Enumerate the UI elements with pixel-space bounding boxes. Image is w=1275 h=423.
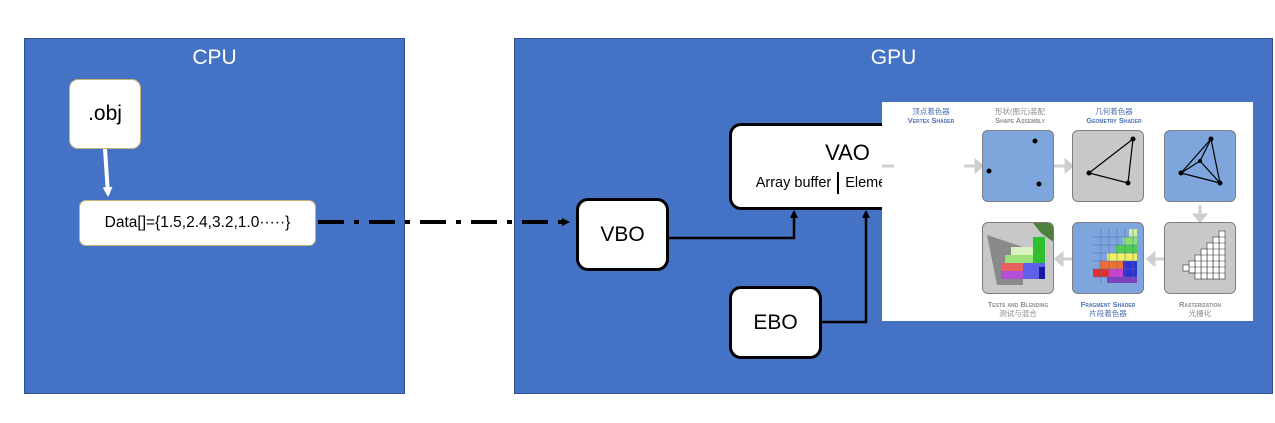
- ebo-box: EBO: [729, 286, 822, 359]
- array-buffer-label: Array buffer: [755, 174, 832, 191]
- rasterization-label: Rasterization 光栅化: [1179, 300, 1221, 318]
- geometry-shader-label: 几何着色器 Geometry Shader: [1086, 107, 1142, 125]
- graphics-pipeline-figure: 顶点着色器 Vertex Shader 形状(图元)装配 Shape Assem…: [882, 102, 1253, 321]
- fragment-shader-thumbnail: [1072, 222, 1144, 294]
- data-array-label: Data[]={1.5,2.4,3.2,1.0·····}: [104, 214, 291, 231]
- vao-title: VAO: [825, 139, 870, 165]
- ebo-label: EBO: [753, 310, 798, 334]
- data-array-box: Data[]={1.5,2.4,3.2,1.0·····}: [79, 200, 316, 246]
- vertex-shader-label: 顶点着色器 Vertex Shader: [907, 107, 955, 125]
- vbo-label: VBO: [600, 222, 645, 246]
- pipeline-arrows: [882, 157, 1209, 268]
- obj-to-data-arrow: [102, 148, 113, 197]
- buffer-divider: [837, 171, 840, 194]
- fragment-shader-label: Fragment Shader 片段着色器: [1080, 300, 1136, 318]
- vbo-to-vao-arrow: [668, 210, 798, 240]
- ebo-to-vao-arrow: [822, 210, 870, 324]
- geometry-shader-thumbnail: [1164, 130, 1236, 202]
- tests-blending-label: Tests and Blending 测试与混合: [987, 300, 1049, 318]
- obj-file-box: .obj: [69, 79, 141, 149]
- cpu-title: CPU: [192, 46, 237, 69]
- rasterization-thumbnail: [1164, 222, 1236, 294]
- vbo-box: VBO: [576, 198, 669, 271]
- tests-blending-thumbnail: [982, 222, 1054, 294]
- vertex-shader-thumbnail: [982, 130, 1054, 202]
- shape-assembly-thumbnail: [1072, 130, 1144, 202]
- obj-label: .obj: [88, 102, 122, 125]
- gpu-title: GPU: [870, 46, 917, 69]
- shape-assembly-label: 形状(图元)装配 Shape Assembly: [995, 107, 1045, 125]
